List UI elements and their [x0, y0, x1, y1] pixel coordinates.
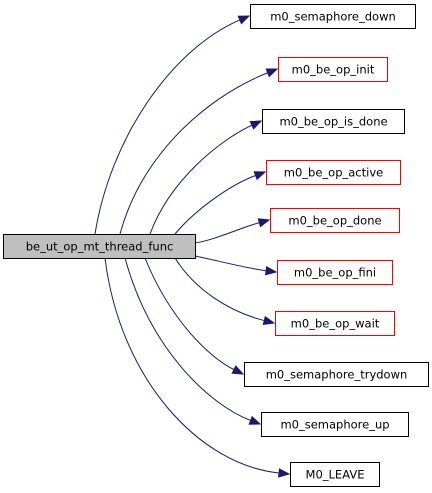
- node-label: m0_semaphore_up: [280, 418, 389, 432]
- edge-n2: [119, 72, 268, 235]
- node-box: [244, 362, 429, 387]
- edge-n4: [174, 175, 256, 235]
- arrowhead-n8: [231, 365, 245, 375]
- nodes-layer: be_ut_op_mt_thread_func m0_semaphore_dow…: [3, 4, 429, 487]
- node-label: m0_semaphore_down: [270, 10, 396, 24]
- node-box: [277, 260, 393, 285]
- edge-n9: [124, 257, 251, 421]
- node-label: M0_LEAVE: [306, 468, 365, 482]
- node-box: [290, 462, 380, 487]
- node-root-label: be_ut_op_mt_thread_func: [26, 240, 174, 254]
- node-box: [250, 4, 416, 29]
- node-m0-semaphore-up[interactable]: m0_semaphore_up: [261, 412, 409, 437]
- node-box: [261, 412, 409, 437]
- edge-n6: [194, 255, 267, 272]
- node-label: m0_semaphore_trydown: [266, 368, 408, 382]
- node-m0-be-op-fini[interactable]: m0_be_op_fini: [277, 260, 393, 285]
- node-label: m0_be_op_init: [292, 63, 375, 77]
- edge-n10: [104, 257, 280, 474]
- node-m0-be-op-is-done[interactable]: m0_be_op_is_done: [262, 109, 405, 134]
- arrowhead-n6: [264, 265, 278, 276]
- node-m0-semaphore-down[interactable]: m0_semaphore_down: [250, 4, 416, 29]
- node-m0-leave[interactable]: M0_LEAVE: [290, 462, 380, 487]
- node-label: m0_be_op_is_done: [279, 115, 387, 129]
- node-root[interactable]: be_ut_op_mt_thread_func: [3, 234, 196, 259]
- arrowhead-n2: [265, 68, 279, 78]
- node-m0-semaphore-trydown[interactable]: m0_semaphore_trydown: [244, 362, 429, 387]
- node-label: m0_be_op_wait: [291, 317, 380, 331]
- node-m0-be-op-wait[interactable]: m0_be_op_wait: [275, 311, 395, 336]
- arrowhead-n3: [249, 120, 263, 130]
- arrowhead-n10: [278, 468, 291, 478]
- node-m0-be-op-done[interactable]: m0_be_op_done: [270, 208, 400, 233]
- node-m0-be-op-init[interactable]: m0_be_op_init: [278, 57, 388, 82]
- arrowhead-n4: [253, 171, 267, 181]
- node-label: m0_be_op_active: [284, 166, 383, 180]
- node-root-box: [3, 234, 196, 259]
- edges-layer: [94, 15, 291, 478]
- edge-n8: [144, 257, 235, 371]
- node-m0-be-op-active[interactable]: m0_be_op_active: [266, 160, 401, 185]
- arrowhead-n9: [248, 415, 262, 425]
- node-label: m0_be_op_done: [288, 214, 381, 228]
- arrowhead-n5: [257, 218, 271, 228]
- edge-n1: [94, 19, 241, 235]
- node-box: [266, 160, 401, 185]
- node-label: m0_be_op_fini: [294, 266, 376, 280]
- node-box: [275, 311, 395, 336]
- arrowhead-n7: [262, 315, 276, 326]
- edge-n3: [149, 124, 253, 235]
- node-box: [278, 57, 388, 82]
- edge-n7: [174, 257, 265, 322]
- node-box: [262, 109, 405, 134]
- arrowhead-n1: [237, 15, 251, 25]
- edge-n5: [194, 222, 260, 244]
- node-box: [270, 208, 400, 233]
